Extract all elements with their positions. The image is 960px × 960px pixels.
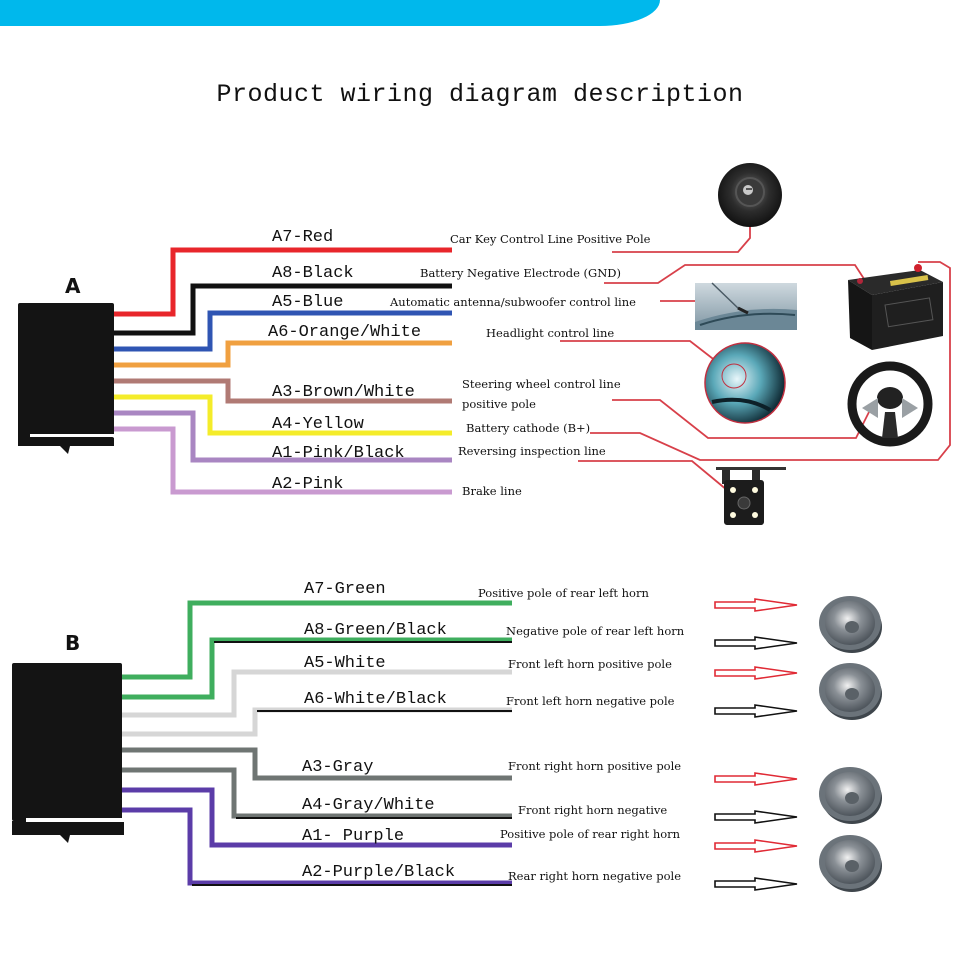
function-label: Positive pole of rear left horn [478, 586, 649, 600]
wire-labels-a: A7-Red A8-Black A5-Blue A6-Orange/White … [268, 228, 421, 494]
wire-label: A7-Green [304, 580, 386, 599]
harness-a-label: A [65, 274, 81, 298]
wire-label: A6-White/Black [304, 690, 447, 709]
leader-line-gnd [604, 264, 869, 286]
speaker-icon-front-right [819, 767, 882, 824]
leader-line-battery-positive [590, 261, 951, 461]
wire-label: A3-Gray [302, 758, 373, 777]
function-label: Front right horn positive pole [508, 759, 681, 773]
function-label: Reversing inspection line [458, 444, 606, 458]
wire-a2-pink [114, 426, 452, 495]
positive-arrow-icon [714, 598, 798, 612]
wire-label: A7-Red [272, 228, 333, 247]
wire-a8-black [114, 283, 452, 336]
speaker-icon-rear-right [819, 835, 882, 892]
negative-arrow-icon [714, 636, 798, 650]
wire-label: A4-Gray/White [302, 796, 435, 815]
speaker-icon-front-left [819, 663, 882, 720]
function-label: Negative pole of rear left horn [506, 624, 685, 638]
wire-label: A2-Purple/Black [302, 863, 455, 882]
function-label: Rear right horn negative pole [508, 869, 681, 883]
function-labels-b: Positive pole of rear left horn Negative… [478, 586, 685, 883]
function-labels-a: Car Key Control Line Positive Pole Batte… [389, 232, 651, 498]
wire-label: A1-Pink/Black [272, 444, 405, 463]
headlight-image [704, 342, 786, 424]
leader-line-key [612, 226, 751, 253]
wire-a4-yellow [114, 394, 452, 436]
function-label: Battery Negative Electrode (GND) [420, 266, 621, 280]
wire-a3-brown-white [114, 378, 452, 404]
negative-arrow-icon [714, 877, 798, 891]
wire-label: A8-Green/Black [304, 621, 447, 640]
function-label: Headlight control line [486, 326, 614, 340]
wire-label: A3-Brown/White [272, 383, 415, 402]
wire-label: A5-Blue [272, 293, 343, 312]
function-label: Brake line [462, 484, 522, 498]
wire-b-a5-white [122, 669, 512, 718]
wire-b-a2-purple-black [122, 807, 512, 886]
reversing-camera-image [716, 467, 786, 525]
negative-arrow-icon [714, 704, 798, 718]
positive-arrow-icon [714, 772, 798, 786]
function-label: Positive pole of rear right horn [500, 827, 681, 841]
wire-label: A2-Pink [272, 475, 343, 494]
negative-arrow-icon [714, 810, 798, 824]
car-battery-image [848, 264, 943, 350]
wire-a5-blue [114, 310, 452, 352]
wire-label: A5-White [304, 654, 386, 673]
function-label: Car Key Control Line Positive Pole [450, 232, 651, 246]
positive-arrow-icon [714, 666, 798, 680]
harness-b-label: B [65, 631, 80, 655]
page-title: Product wiring diagram description [216, 80, 744, 109]
function-label: Automatic antenna/subwoofer control line [389, 295, 636, 309]
ignition-key-switch-image [718, 163, 782, 227]
function-label: Front right horn negative [518, 803, 667, 817]
function-label: Steering wheel control line [462, 377, 621, 391]
wire-a6-orange-white [114, 340, 452, 368]
function-label: positive pole [462, 397, 536, 411]
wire-label: A8-Black [272, 264, 354, 283]
wire-b-a4-gray-white [122, 767, 512, 819]
positive-arrow-icon [714, 839, 798, 853]
wire-b-a8-green-black [122, 637, 512, 700]
function-label: Front left horn positive pole [508, 657, 672, 671]
wire-a1-pink-black [114, 410, 452, 463]
function-label: Front left horn negative pole [506, 694, 675, 708]
wire-label: A1- Purple [302, 827, 404, 846]
leader-line-headlight [560, 340, 731, 373]
wire-label: A4-Yellow [272, 415, 365, 434]
wire-b-a1-purple [122, 787, 512, 848]
car-antenna-image [695, 282, 797, 330]
wire-b-a3-gray [122, 747, 512, 781]
wire-labels-b: A7-Green A8-Green/Black A5-White A6-Whit… [302, 580, 455, 882]
header-banner [0, 0, 660, 26]
wire-b-a7-green [122, 600, 512, 680]
steering-wheel-image [847, 361, 933, 447]
wire-a7-red [114, 247, 452, 317]
wire-label: A6-Orange/White [268, 323, 421, 342]
connector-b [12, 663, 124, 843]
leader-line-camera [578, 460, 734, 496]
connector-a [18, 303, 114, 454]
function-label: Battery cathode (B+) [466, 421, 590, 435]
speaker-icon-rear-left [819, 596, 882, 653]
